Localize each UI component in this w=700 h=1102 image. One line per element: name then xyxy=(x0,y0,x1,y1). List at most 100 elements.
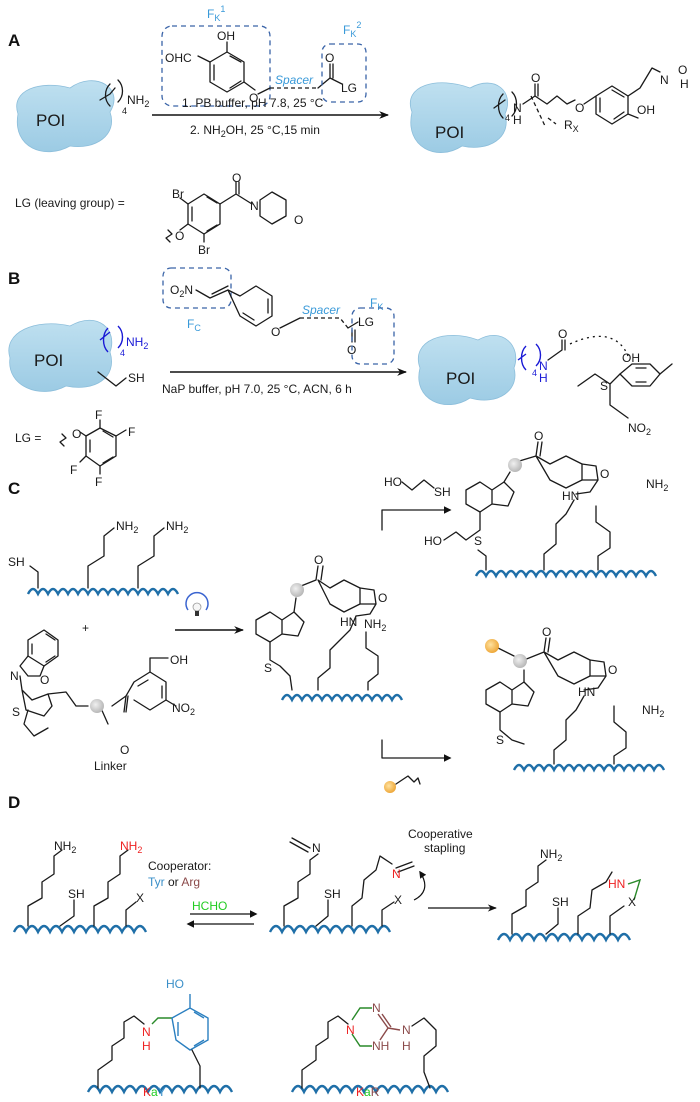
fluorine-4: F xyxy=(95,475,102,489)
cooperator-x-d3: X xyxy=(628,895,636,909)
middle-thioether-s: S xyxy=(264,661,272,675)
formaldehyde-reagent: HCHO xyxy=(192,899,227,913)
panel-d-label: D xyxy=(8,793,20,812)
kay-amine-h: H xyxy=(142,1039,151,1053)
product-amide-n: N xyxy=(513,101,522,115)
product-thioether-s: S xyxy=(600,379,608,393)
cysteine-sh-d3: SH xyxy=(552,895,569,909)
reagent-carbonyl-o: O xyxy=(120,743,129,757)
protein-blob-b xyxy=(8,320,112,392)
crosslinked-peptide-middle xyxy=(255,565,379,691)
middle-indazolone-o: O xyxy=(378,591,387,605)
payload-conjugate-product xyxy=(485,637,627,765)
cooperator-x-d2: X xyxy=(394,893,402,907)
lg-definition-a: LG (leaving group) = xyxy=(15,196,125,210)
kay-phenol-ring xyxy=(171,994,209,1051)
lg-definition-b: LG = xyxy=(15,431,41,445)
kar-label: KaR xyxy=(356,1085,380,1099)
bottom-thioether-s: S xyxy=(496,733,504,747)
salicylaldehyde-ring xyxy=(197,41,256,93)
kar-exo-n: N xyxy=(402,1023,411,1037)
product-phenol-oh: OH xyxy=(622,351,640,365)
peptide-backbone-c3 xyxy=(474,569,658,579)
reagent-oh-c: OH xyxy=(170,653,188,667)
top-nh2: NH2 xyxy=(646,477,668,493)
cooperator-options: Tyr or Arg xyxy=(148,875,200,889)
lg-o-b: O xyxy=(72,427,81,441)
protein-b-label: POI xyxy=(34,351,63,370)
lg-carbonyl-o: O xyxy=(232,171,241,185)
fk-label-b: FK xyxy=(370,296,383,312)
product-oxime-h: H xyxy=(680,77,689,91)
bottom-hn: HN xyxy=(578,685,595,699)
product-protein-b-label: POI xyxy=(446,369,475,388)
linker-sphere-reagent xyxy=(90,699,104,713)
product-oh: OH xyxy=(637,103,655,117)
condition-1: 1. PB buffer, pH 7.8, 25 °C xyxy=(182,96,324,110)
reagent-oxazole-o: O xyxy=(40,673,49,687)
protein-label: POI xyxy=(36,111,65,130)
cooperator-x-d1: X xyxy=(136,891,144,905)
reagent-thioether-s: S xyxy=(12,705,20,719)
imine-n-d2: N xyxy=(392,867,401,881)
panel-c: C SH NH2 NH2 + N O S OH NO2 O Linker xyxy=(8,429,668,793)
cooperative-label-line1: Cooperative xyxy=(408,827,473,841)
middle-carbonyl-o: O xyxy=(314,553,323,567)
lg-br-bottom: Br xyxy=(198,243,210,257)
condition-b: NaP buffer, pH 7.0, 25 °C, ACN, 6 h xyxy=(162,382,352,396)
payload-sphere-reagent xyxy=(384,781,396,793)
product-protein-blob xyxy=(409,82,508,153)
reagent-oxazole-n: N xyxy=(10,669,19,683)
imine-n-d1: N xyxy=(312,841,321,855)
reagent-cho: OHC xyxy=(165,51,192,65)
panel-b: B POI 4 NH2 SH O2N FC O Spacer LG O FK N… xyxy=(8,267,673,489)
repeat-count: 4 xyxy=(122,106,127,116)
carbonyl-o: O xyxy=(325,51,334,65)
kar-methylene-bridges xyxy=(351,1007,372,1047)
product-nitro: NO2 xyxy=(628,421,651,437)
cooperative-curved-arrow xyxy=(413,870,427,901)
plus-sign: + xyxy=(82,621,89,635)
lg-br-top: Br xyxy=(172,187,184,201)
product-ether-o: O xyxy=(575,101,584,115)
bottom-nh2: NH2 xyxy=(642,703,664,719)
panel-a-label: A xyxy=(8,31,20,50)
backbone-kay xyxy=(86,1084,234,1095)
lysine-amine-b: NH2 xyxy=(126,335,148,351)
bottom-carbonyl-o: O xyxy=(542,625,551,639)
intramolecular-dotted-curve xyxy=(569,335,629,357)
dibromophenol-morpholine-amide xyxy=(165,181,287,243)
middle-hn: HN xyxy=(340,615,357,629)
peptide-backbone-d3 xyxy=(496,932,632,943)
kar-guanidine-bonds xyxy=(377,1013,401,1041)
bottom-indazolone-o: O xyxy=(608,663,617,677)
top-indazolone-o: O xyxy=(600,467,609,481)
lysine-nh2-d1: NH2 xyxy=(54,839,76,855)
condition-2: 2. NH2OH, 25 °C,15 min xyxy=(190,123,320,139)
lg-morpholine-o: O xyxy=(294,213,303,227)
reagent-oh: OH xyxy=(217,29,235,43)
product-repeat-count-b: 4 xyxy=(532,368,537,378)
nitro-group: O2N xyxy=(170,283,193,299)
leaving-group-b: LG xyxy=(358,315,374,329)
mercaptoethanol-ho: HO xyxy=(384,475,402,489)
product-protein-blob-b xyxy=(417,334,517,406)
branch-arrow-bottom xyxy=(381,739,452,762)
reactive-lysine-nh2-d: NH2 xyxy=(120,839,142,855)
light-bulb-icon xyxy=(185,591,209,616)
backbone-kar xyxy=(290,1084,450,1095)
top-hn: HN xyxy=(562,489,579,503)
lysine-nh2-c1: NH2 xyxy=(116,519,138,535)
fc-box xyxy=(162,267,232,309)
product-lysine-chain xyxy=(493,91,518,119)
photoreactive-reagent xyxy=(19,629,177,737)
linker-label: Linker xyxy=(94,759,127,773)
lg-morpholine-n: N xyxy=(250,199,259,213)
fk-box-b xyxy=(351,307,395,365)
product-repeat-count: 4 xyxy=(505,113,510,123)
payload-sphere-product xyxy=(485,639,499,653)
top-carbonyl-o: O xyxy=(534,429,543,443)
panel-d: D NH2 NH2 SH X Cooperator: Tyr or Arg HC… xyxy=(8,793,642,1099)
fc-label: FC xyxy=(187,317,201,333)
top-ho: HO xyxy=(424,534,442,548)
